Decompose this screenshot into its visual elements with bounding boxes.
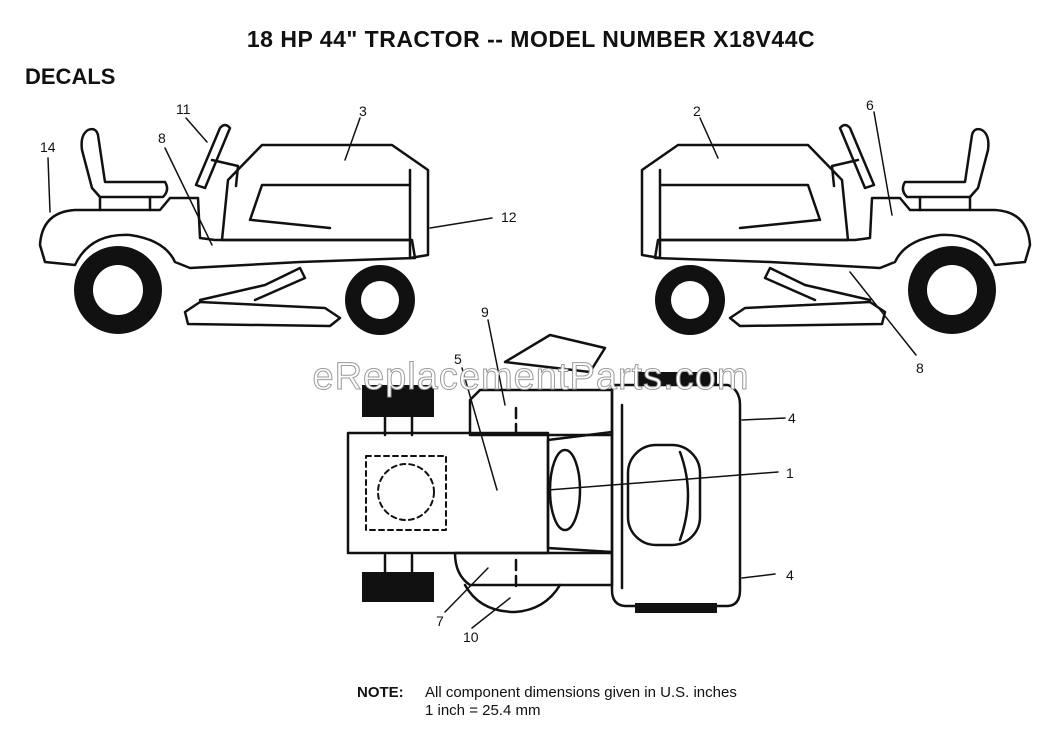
left-tractor-hood [220, 143, 430, 260]
callout-11: 11 [176, 101, 191, 117]
callout-4-upper: 4 [788, 410, 796, 426]
callout-8-left: 8 [158, 130, 166, 146]
left-tractor-seat [80, 127, 169, 199]
left-tractor-body [38, 196, 417, 270]
top-view-rear-wheel-upper [362, 385, 434, 417]
callout-3: 3 [359, 103, 367, 119]
callout-6: 6 [866, 97, 874, 113]
left-tractor-mower-deck [183, 300, 342, 328]
leader-lines [47, 111, 917, 629]
note-label: NOTE: [357, 684, 404, 701]
left-tractor-steering-wheel [194, 123, 232, 190]
tractor-left-side-view [38, 123, 430, 335]
tractor-top-view [346, 333, 742, 614]
note-line-2: 1 inch = 25.4 mm [425, 702, 541, 719]
callout-10: 10 [463, 629, 479, 645]
callout-14: 14 [40, 139, 56, 155]
callout-12: 12 [501, 209, 517, 225]
page-title: 18 HP 44" TRACTOR -- MODEL NUMBER X18V44… [246, 26, 816, 52]
callout-1: 1 [786, 465, 794, 481]
top-view-hood-panel [503, 333, 607, 374]
callout-4-lower: 4 [786, 567, 794, 583]
top-view-hood [610, 383, 742, 608]
callout-5: 5 [454, 351, 462, 367]
callout-7: 7 [436, 613, 444, 629]
section-heading: DECALS [25, 64, 116, 89]
callout-2: 2 [693, 103, 701, 119]
watermark: eReplacementParts.com [312, 356, 750, 399]
tractor-right-side-view [640, 123, 1032, 335]
note-line-1: All component dimensions given in U.S. i… [425, 684, 737, 701]
callout-9: 9 [481, 304, 489, 320]
top-view-rear-wheel-lower [362, 572, 434, 602]
dimension-note: NOTE: All component dimensions given in U… [357, 684, 737, 720]
callout-8-right: 8 [916, 360, 924, 376]
